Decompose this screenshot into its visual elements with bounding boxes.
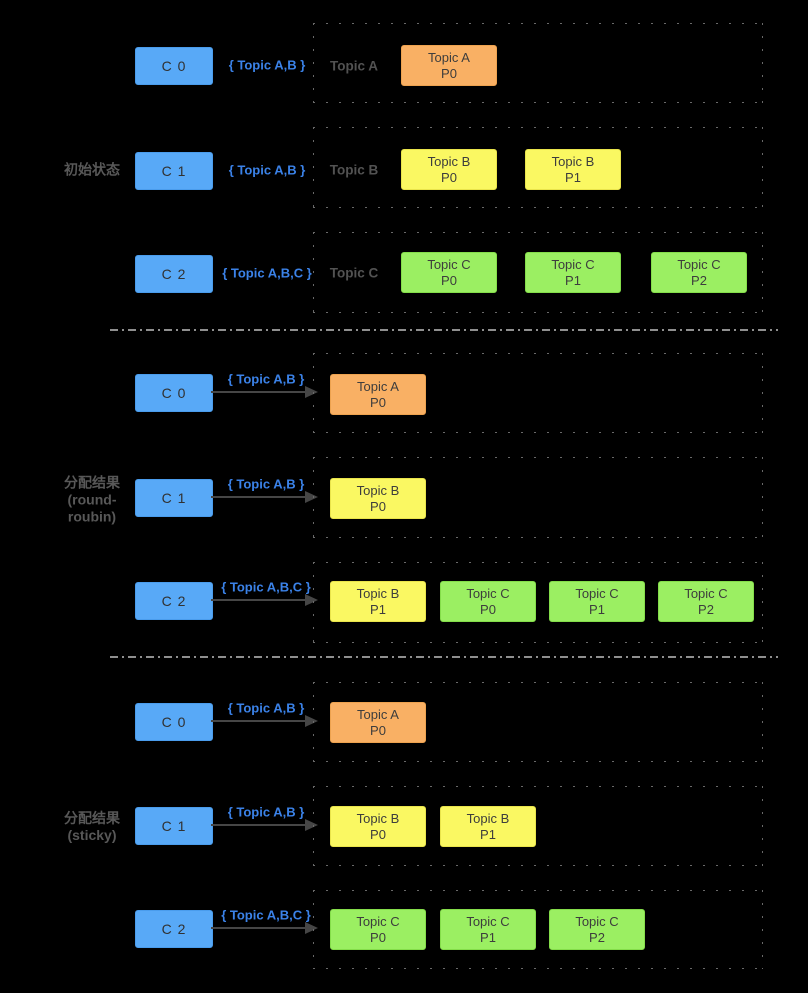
topic-a-label: Topic A [330, 58, 378, 74]
rr-partition-topic-a-p0: Topic A P0 [330, 374, 426, 415]
section-label-round-roubin: 分配结果 (round- roubin) [64, 474, 120, 525]
sticky-consumer-c2: C 2 [135, 910, 213, 948]
sticky-arrow-c1 [211, 819, 318, 831]
initial-partition-topic-b-p1: Topic B P1 [525, 149, 621, 190]
initial-partition-topic-a-p0: Topic A P0 [401, 45, 497, 86]
rr-partition-topic-b-p0: Topic B P0 [330, 478, 426, 519]
sticky-consumer-c1: C 1 [135, 807, 213, 845]
rr-subscription-c0: { Topic A,B } [227, 371, 305, 387]
rr-consumer-c1: C 1 [135, 479, 213, 517]
sticky-partition-topic-b-p0: Topic B P0 [330, 806, 426, 847]
initial-subscription-c2: { Topic A,B,C } [222, 265, 312, 281]
topic-c-label: Topic C [329, 265, 379, 281]
sticky-subscription-c1: { Topic A,B } [227, 804, 305, 820]
rr-consumer-c0: C 0 [135, 374, 213, 412]
rr-consumer-c2: C 2 [135, 582, 213, 620]
rr-partition-topic-c-p1: Topic C P1 [549, 581, 645, 622]
sticky-partition-topic-c-p2: Topic C P2 [549, 909, 645, 950]
rr-subscription-c1: { Topic A,B } [227, 476, 305, 492]
section-divider-1 [110, 329, 778, 331]
initial-partition-topic-c-p0: Topic C P0 [401, 252, 497, 293]
rr-partition-topic-c-p2: Topic C P2 [658, 581, 754, 622]
sticky-partition-topic-c-p0: Topic C P0 [330, 909, 426, 950]
sticky-partition-topic-c-p1: Topic C P1 [440, 909, 536, 950]
section-label-sticky: 分配结果 (sticky) [64, 810, 120, 843]
initial-partition-topic-b-p0: Topic B P0 [401, 149, 497, 190]
rr-subscription-c2: { Topic A,B,C } [221, 579, 311, 595]
initial-partition-topic-c-p1: Topic C P1 [525, 252, 621, 293]
initial-subscription-c1: { Topic A,B } [228, 162, 306, 178]
sticky-consumer-c0: C 0 [135, 703, 213, 741]
initial-partition-topic-c-p2: Topic C P2 [651, 252, 747, 293]
initial-consumer-c2: C 2 [135, 255, 213, 293]
initial-consumer-c1: C 1 [135, 152, 213, 190]
sticky-subscription-c2: { Topic A,B,C } [221, 907, 311, 923]
sticky-subscription-c0: { Topic A,B } [227, 700, 305, 716]
topic-b-label: Topic B [329, 162, 379, 178]
sticky-partition-topic-b-p1: Topic B P1 [440, 806, 536, 847]
rr-arrow-c2 [211, 594, 318, 606]
section-divider-2 [110, 656, 778, 658]
section-label-initial: 初始状态 [64, 161, 120, 178]
rr-arrow-c1 [211, 491, 318, 503]
sticky-arrow-c2 [211, 922, 318, 934]
initial-consumer-c0: C 0 [135, 47, 213, 85]
rr-partition-topic-b-p1: Topic B P1 [330, 581, 426, 622]
sticky-partition-topic-a-p0: Topic A P0 [330, 702, 426, 743]
topic-a-group-box [313, 23, 763, 103]
rr-arrow-c0 [211, 386, 318, 398]
sticky-arrow-c0 [211, 715, 318, 727]
initial-subscription-c0: { Topic A,B } [228, 57, 306, 73]
rr-partition-topic-c-p0: Topic C P0 [440, 581, 536, 622]
